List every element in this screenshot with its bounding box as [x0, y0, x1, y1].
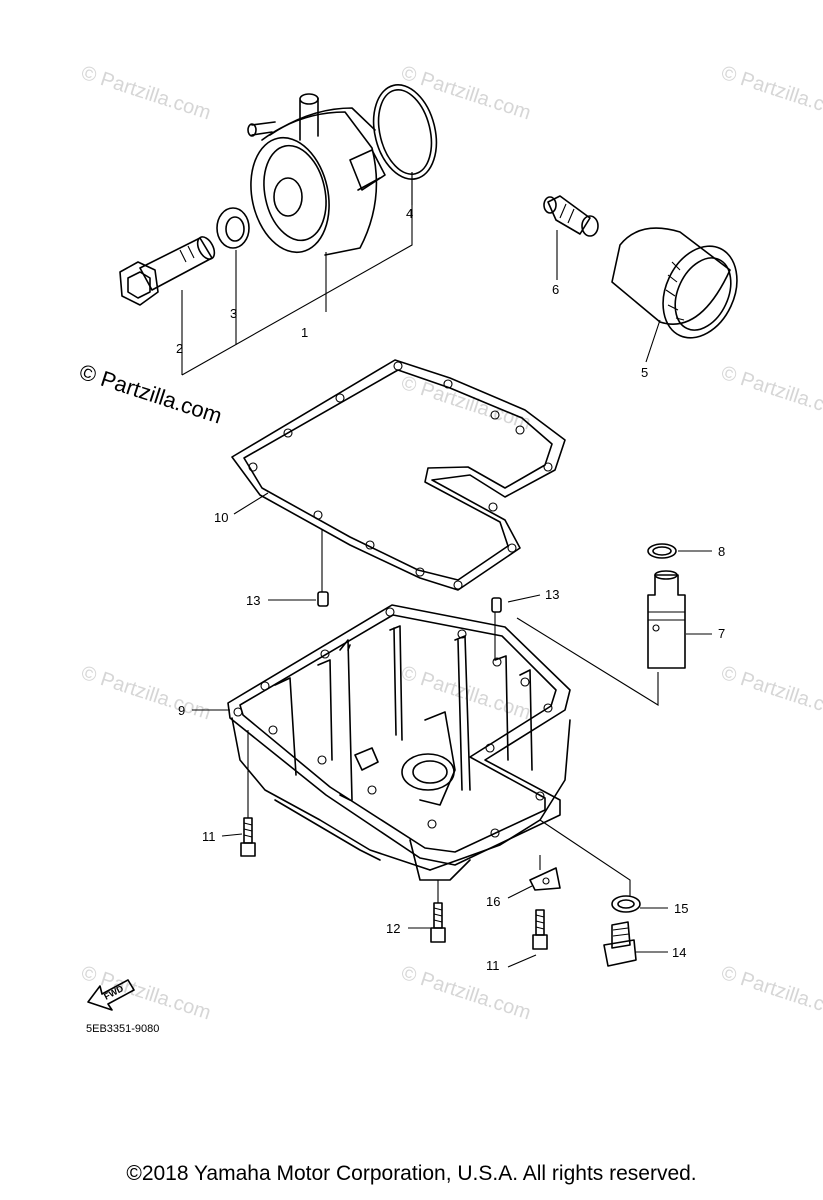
watermark-text: © Partzilla.com — [398, 962, 533, 1025]
callout-10: 10 — [214, 510, 228, 525]
fitting-part — [543, 195, 599, 237]
oil-filter-part — [611, 227, 738, 339]
bolt-12-part — [430, 902, 446, 943]
watermark-text: © Partzilla.com — [398, 62, 533, 125]
callout-5: 5 — [641, 365, 648, 380]
callout-12: 12 — [386, 921, 400, 936]
watermark-text: © Partzilla.com — [78, 962, 213, 1025]
watermark-large-text: © Partzilla.com — [76, 359, 225, 429]
watermark-text: © Partzilla.com — [718, 662, 823, 725]
diagram-code: 5EB3351-9080 — [86, 1023, 159, 1035]
oil-cooler-part — [247, 93, 386, 256]
callout-2: 2 — [176, 341, 183, 356]
callout-13a: 13 — [246, 593, 260, 608]
callout-1: 1 — [301, 325, 308, 340]
callout-3: 3 — [230, 306, 237, 321]
callout-6: 6 — [552, 282, 559, 297]
callout-15: 15 — [674, 901, 688, 916]
watermark-text: © Partzilla.com — [718, 62, 823, 125]
drain-washer-part — [611, 895, 641, 913]
union-bolt-part — [119, 236, 216, 306]
callout-13b: 13 — [545, 587, 559, 602]
callout-11a: 11 — [202, 829, 216, 844]
callout-9: 9 — [178, 703, 185, 718]
watermark-text: © Partzilla.com — [718, 962, 823, 1025]
washer-part — [216, 207, 250, 249]
copyright-notice: ©2018 Yamaha Motor Corporation, U.S.A. A… — [126, 1162, 697, 1185]
pipe-part — [647, 570, 686, 669]
watermark-text: © Partzilla.com — [718, 362, 823, 425]
callout-14: 14 — [672, 945, 686, 960]
callout-16: 16 — [486, 894, 500, 909]
callout-11b: 11 — [486, 958, 500, 973]
bracket-part — [529, 867, 561, 891]
bolt-part — [240, 817, 548, 950]
callout-8: 8 — [718, 544, 725, 559]
watermark-text: © Partzilla.com — [78, 62, 213, 125]
dowel-pin-part — [317, 591, 502, 613]
callouts: 1 2 3 4 5 6 7 8 9 10 11 11 12 13 13 14 1… — [176, 206, 725, 973]
drain-bolt-part — [603, 921, 637, 967]
callout-7: 7 — [718, 626, 725, 641]
leader-lines — [181, 172, 712, 968]
watermark-text: © Partzilla.com — [398, 372, 533, 435]
o-ring-part — [372, 84, 438, 180]
watermark-text: © Partzilla.com — [78, 662, 213, 725]
callout-4: 4 — [406, 206, 413, 221]
small-o-ring-part — [647, 543, 677, 559]
gasket-part — [231, 359, 566, 591]
oil-pan-part — [227, 604, 571, 881]
